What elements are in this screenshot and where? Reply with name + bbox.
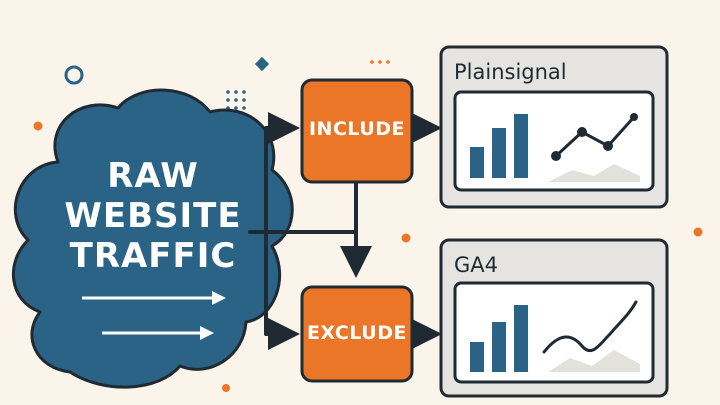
connector-lines: [248, 112, 442, 350]
decor-dot: [33, 121, 43, 131]
plainsignal-trend-line: [551, 113, 638, 161]
source-label-line: RAW: [107, 156, 199, 196]
source-label-line: TRAFFIC: [69, 236, 237, 276]
decor-ring: [64, 65, 84, 85]
decor-dot: [222, 384, 230, 392]
decor-dot: [693, 227, 703, 237]
source-label-line: WEBSITE: [64, 196, 242, 236]
decor-dot: [401, 233, 411, 243]
decor-dot-grid: [226, 90, 246, 110]
exclude-filter-label: EXCLUDE: [306, 322, 407, 344]
traffic-flow-arrows: [82, 291, 226, 340]
exclude-filter-box: [300, 285, 414, 383]
raw-website-traffic-label: RAW WEBSITE TRAFFIC: [58, 156, 248, 276]
plainsignal-panel-title: Plainsignal: [454, 60, 567, 84]
include-filter-label: INCLUDE: [308, 118, 406, 140]
plainsignal-bar-chart: [470, 114, 528, 178]
ga4-area-shape: [548, 350, 640, 372]
ga4-bar-chart: [470, 305, 528, 372]
plainsignal-area-shape: [548, 164, 640, 182]
traffic-cloud-shape: [11, 88, 294, 389]
decor-dash: [370, 60, 390, 64]
ga4-trend-line: [542, 300, 638, 354]
decor-diamond: [254, 56, 270, 72]
ga4-panel-title: GA4: [454, 253, 498, 277]
include-filter-box: [300, 78, 414, 184]
